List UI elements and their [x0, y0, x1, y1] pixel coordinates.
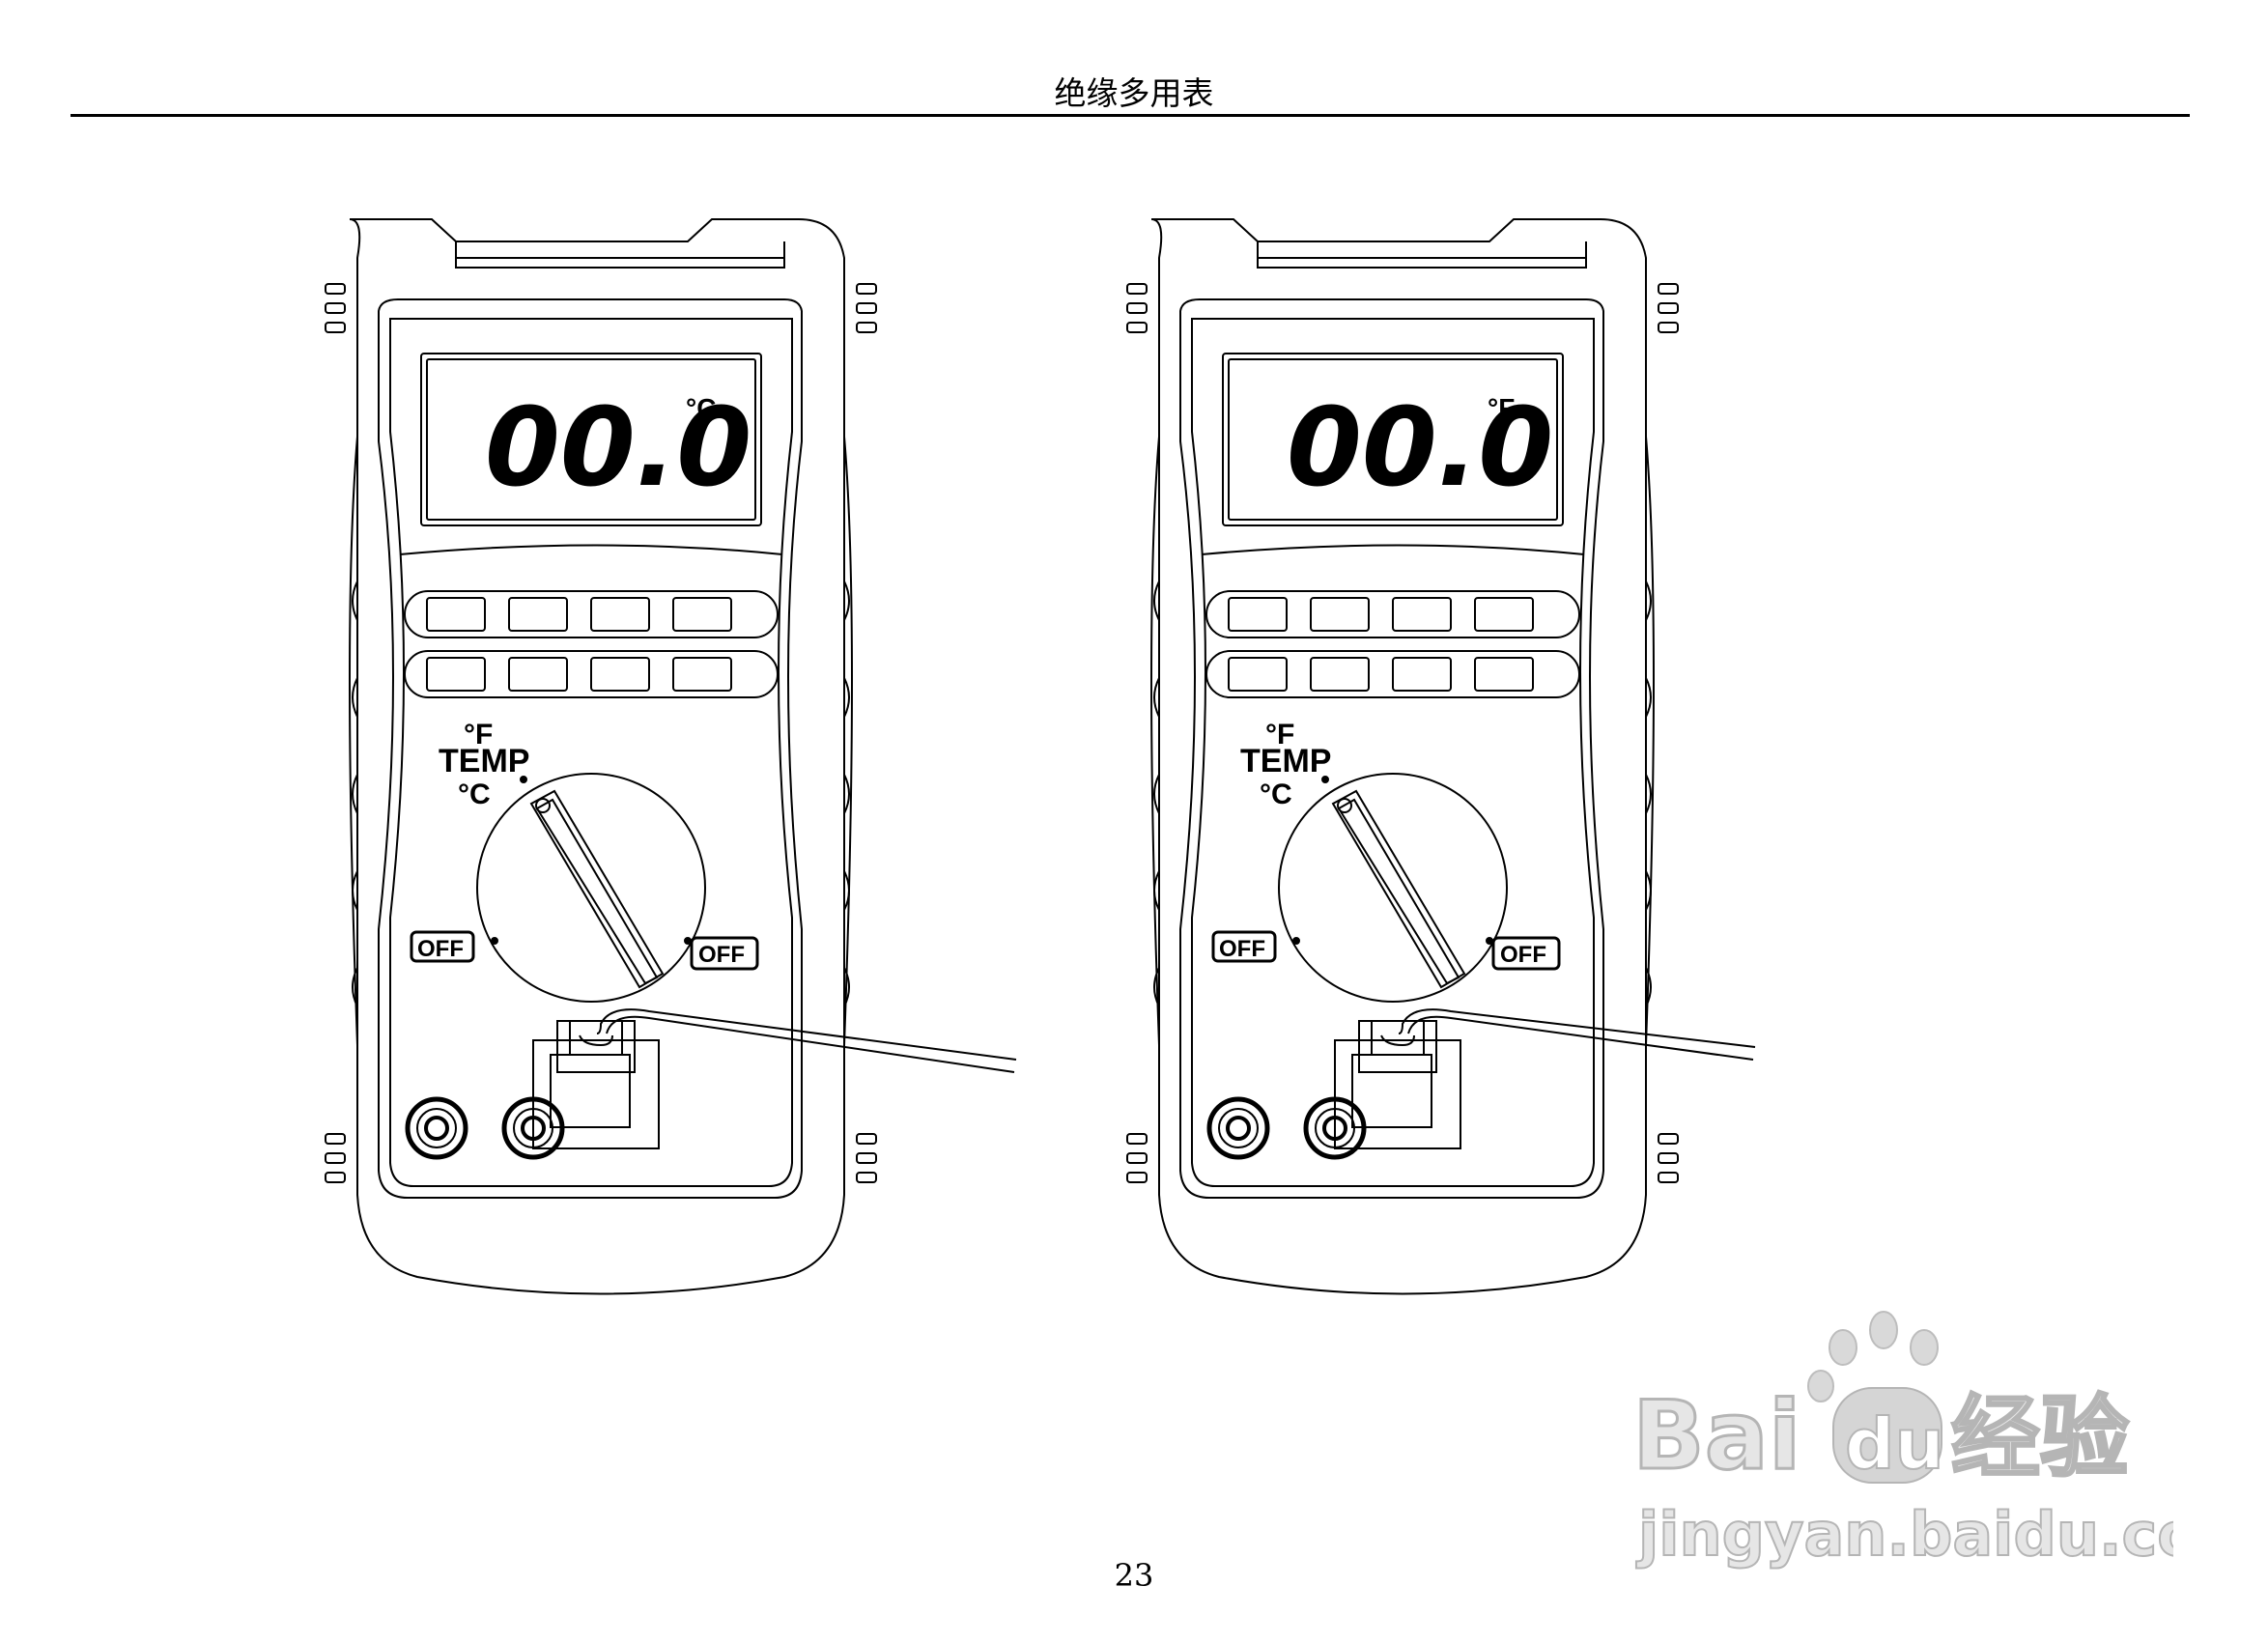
meter-top-slot [455, 241, 785, 269]
key-1[interactable] [1228, 597, 1288, 632]
key-2[interactable] [1310, 597, 1370, 632]
watermark-paw-badge [1832, 1387, 1942, 1484]
page-header-title: 绝缘多用表 [1054, 74, 1214, 112]
key-5[interactable] [1228, 657, 1288, 692]
key-4[interactable] [672, 597, 732, 632]
button-bar-top [404, 590, 779, 638]
lcd-reading: 00.0 [1287, 385, 1553, 511]
lcd-window [420, 353, 762, 526]
key-2[interactable] [508, 597, 568, 632]
dial-label-celsius: °C [1260, 779, 1292, 810]
key-1[interactable] [426, 597, 486, 632]
key-6[interactable] [1310, 657, 1370, 692]
key-3[interactable] [1392, 597, 1452, 632]
watermark-brand-du: du [1845, 1403, 1944, 1485]
off-label-right: OFF [1500, 942, 1546, 968]
key-5[interactable] [426, 657, 486, 692]
key-4[interactable] [1474, 597, 1534, 632]
lcd-reading: 00.0 [485, 385, 751, 511]
header-rule [71, 114, 2190, 117]
front-panel [378, 298, 803, 1199]
key-8[interactable] [1474, 657, 1534, 692]
input-jack-2[interactable] [1303, 1096, 1367, 1160]
watermark-url: jingyan.baidu.com [1635, 1499, 2173, 1570]
key-8[interactable] [672, 657, 732, 692]
input-jack-1[interactable] [1206, 1096, 1270, 1160]
temperature-probe [532, 1008, 1017, 1149]
off-label-left: OFF [417, 936, 464, 962]
button-bar-top [1205, 590, 1580, 638]
dial-label-fahrenheit: °F [1265, 719, 1294, 751]
off-label-right-box [1491, 936, 1561, 971]
meter-top-slot [1257, 241, 1587, 269]
off-label-left-box [410, 930, 475, 963]
lcd-window [1222, 353, 1564, 526]
side-grip-left [1126, 283, 1160, 1183]
rotary-selector-dial[interactable] [1278, 773, 1508, 1003]
dial-label-fahrenheit: °F [464, 719, 493, 751]
lcd-unit: °F [1488, 393, 1515, 423]
button-bar-bottom [1205, 650, 1580, 698]
baidu-jingyan-watermark: Bai du 经验 jingyan.baidu.com [1631, 1309, 2261, 1579]
off-label-left: OFF [1219, 936, 1265, 962]
key-3[interactable] [590, 597, 650, 632]
dial-label-celsius: °C [458, 779, 491, 810]
off-label-left-box [1211, 930, 1277, 963]
multimeter-fahrenheit: 00.0 °F °F TEMP °C OFF OFF [1113, 214, 1756, 1301]
side-grip-left [325, 283, 358, 1183]
button-bar-bottom [404, 650, 779, 698]
key-7[interactable] [1392, 657, 1452, 692]
rotary-selector-dial[interactable] [476, 773, 706, 1003]
meter-outer-body [349, 218, 845, 1295]
key-7[interactable] [590, 657, 650, 692]
lcd-unit: °C [686, 393, 716, 423]
multimeter-celsius: 00.0 °C °F TEMP °C OFF OFF [311, 214, 1017, 1301]
input-jack-2[interactable] [501, 1096, 565, 1160]
off-label-right-box [690, 936, 759, 971]
input-jack-1[interactable] [405, 1096, 468, 1160]
dial-label-temp: TEMP [439, 743, 529, 779]
off-label-right: OFF [698, 942, 745, 968]
side-grip-right [1645, 283, 1679, 1183]
watermark-brand-cn: 经验 [1951, 1386, 2129, 1489]
key-6[interactable] [508, 657, 568, 692]
watermark-brand: Bai [1632, 1381, 1800, 1491]
dial-label-temp: TEMP [1240, 743, 1331, 779]
temperature-probe [1334, 1008, 1756, 1149]
front-panel [1179, 298, 1604, 1199]
meter-outer-body [1150, 218, 1647, 1295]
page-number: 23 [1114, 1557, 1154, 1594]
side-grip-right [843, 283, 877, 1183]
